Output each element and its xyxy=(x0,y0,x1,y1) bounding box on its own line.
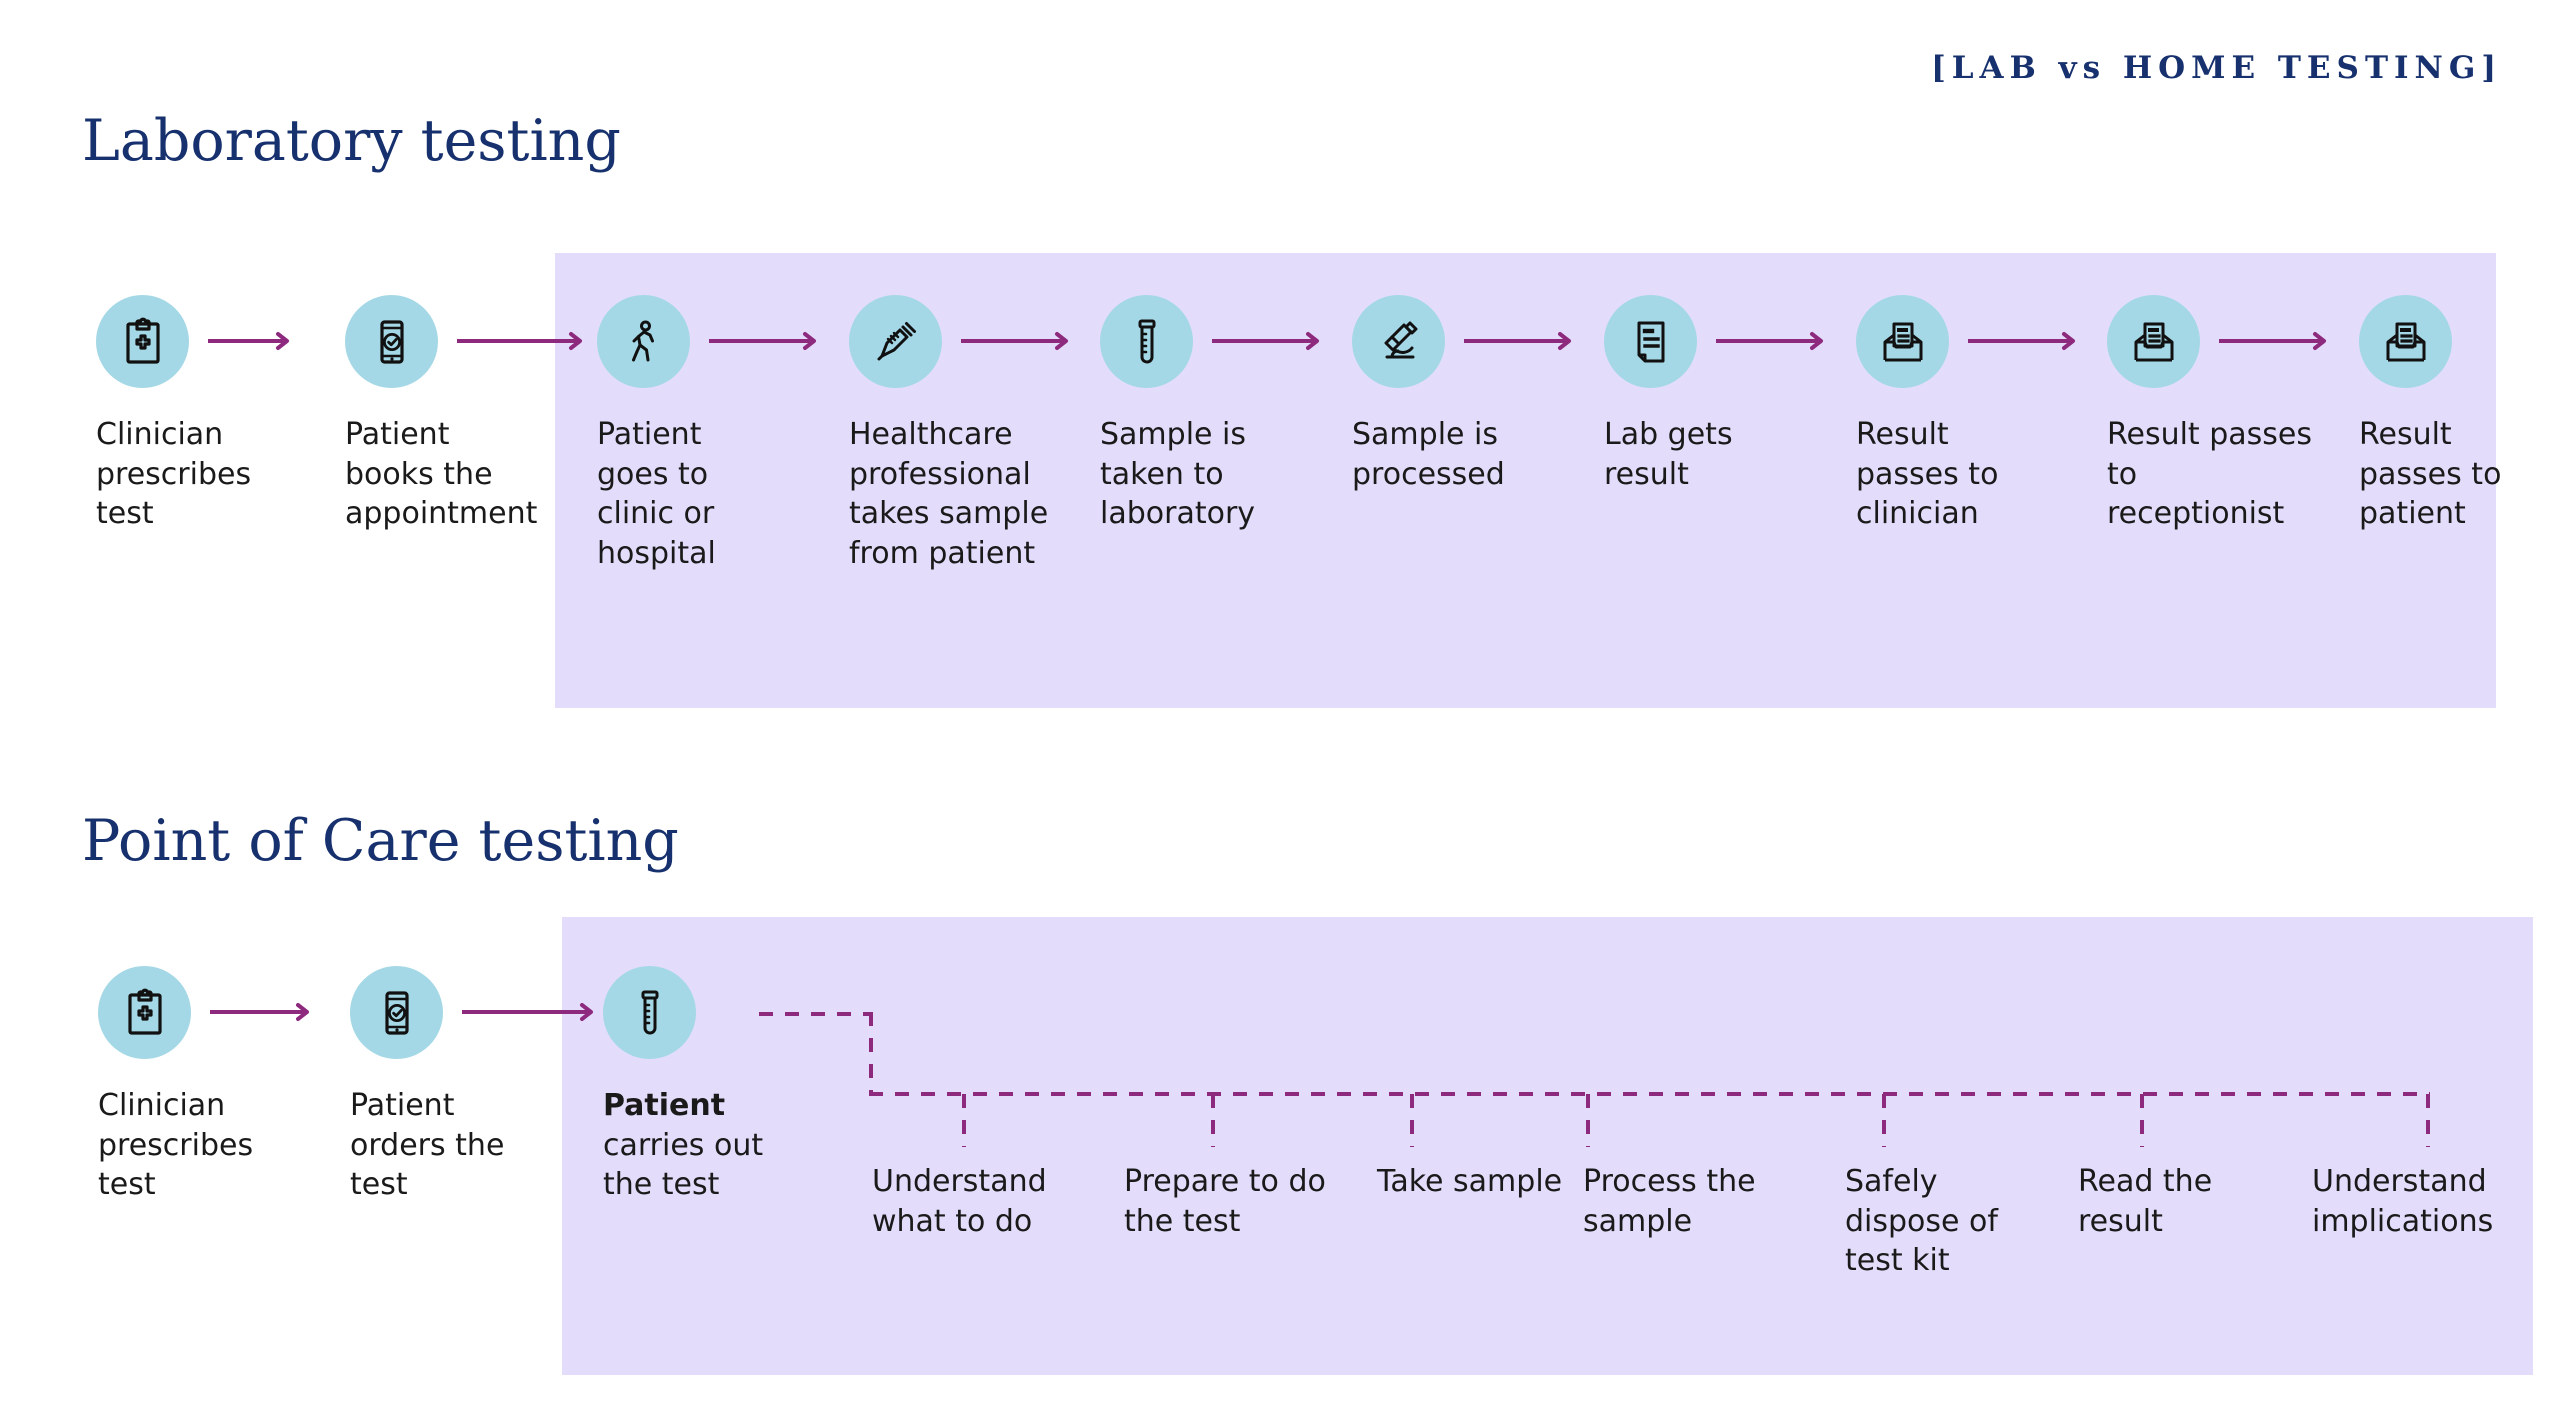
arrow-lab-9-10 xyxy=(2219,331,2331,353)
section-title-point-of-care: Point of Care testing xyxy=(82,808,679,874)
poc-substep-1[interactable]: Understand what to do xyxy=(872,1164,1047,1239)
arrow-lab-4-5 xyxy=(961,331,1073,353)
lab-step-3-label: Patient goes to clinic or hospital xyxy=(597,417,716,571)
poc-step-3[interactable]: Patient carries out the test xyxy=(603,966,823,1205)
kicker-label: [LAB vs HOME TESTING] xyxy=(1931,50,2502,86)
phone-check-icon xyxy=(345,295,438,388)
lab-step-7[interactable]: Lab gets result xyxy=(1604,295,1824,494)
lab-step-2[interactable]: Patient books the appointment xyxy=(345,295,565,534)
inbox-tray-icon xyxy=(1856,295,1949,388)
lab-step-8-label: Result passes to clinician xyxy=(1856,417,1999,532)
lab-step-10-label: Result passes to patient xyxy=(2359,417,2502,532)
poc-step-3-label: Patient carries out the test xyxy=(603,1086,803,1205)
lab-step-9-label: Result passes to receptionist xyxy=(2107,417,2313,532)
poc-substep-4[interactable]: Process the sample xyxy=(1583,1164,1756,1239)
poc-step-2[interactable]: Patient orders the test xyxy=(350,966,570,1205)
microscope-icon xyxy=(1352,295,1445,388)
lab-step-7-label: Lab gets result xyxy=(1604,417,1733,492)
poc-step-3-label-rest: carries out the test xyxy=(603,1127,764,1203)
walking-person-icon xyxy=(597,295,690,388)
poc-step-3-label-bold: Patient xyxy=(603,1088,726,1123)
lab-step-1[interactable]: Clinician prescribes test xyxy=(96,295,316,534)
lab-step-6-label: Sample is processed xyxy=(1352,417,1505,492)
lab-step-5[interactable]: Sample is taken to laboratory xyxy=(1100,295,1320,534)
test-tube-icon xyxy=(603,966,696,1059)
poc-substep-3[interactable]: Take sample xyxy=(1377,1164,1563,1199)
lab-step-8[interactable]: Result passes to clinician xyxy=(1856,295,2076,534)
clipboard-medical-icon xyxy=(96,295,189,388)
phone-check-icon xyxy=(350,966,443,1059)
lab-step-5-label: Sample is taken to laboratory xyxy=(1100,417,1256,532)
lab-step-1-label: Clinician prescribes test xyxy=(96,417,252,532)
arrow-lab-7-8 xyxy=(1716,331,1828,353)
poc-step-1[interactable]: Clinician prescribes test xyxy=(98,966,318,1205)
poc-step-2-label: Patient orders the test xyxy=(350,1088,505,1203)
arrow-lab-5-6 xyxy=(1212,331,1324,353)
poc-step-1-label: Clinician prescribes test xyxy=(98,1088,254,1203)
section-title-laboratory: Laboratory testing xyxy=(82,108,621,174)
clipboard-medical-icon xyxy=(98,966,191,1059)
arrow-lab-8-9 xyxy=(1968,331,2080,353)
lab-step-6[interactable]: Sample is processed xyxy=(1352,295,1572,494)
lab-step-4[interactable]: Healthcare professional takes sample fro… xyxy=(849,295,1069,573)
lab-step-2-label: Patient books the appointment xyxy=(345,417,538,532)
arrow-lab-2-3 xyxy=(457,331,587,353)
inbox-tray-icon xyxy=(2359,295,2452,388)
arrow-lab-1-2 xyxy=(208,331,294,353)
arrow-lab-3-4 xyxy=(709,331,821,353)
document-icon xyxy=(1604,295,1697,388)
test-tube-icon xyxy=(1100,295,1193,388)
lab-step-10[interactable]: Result passes to patient xyxy=(2359,295,2560,534)
arrow-poc-1-2 xyxy=(210,1002,314,1024)
arrow-lab-6-7 xyxy=(1464,331,1576,353)
inbox-tray-icon xyxy=(2107,295,2200,388)
lab-step-4-label: Healthcare professional takes sample fro… xyxy=(849,417,1049,571)
poc-substep-7[interactable]: Understand implications xyxy=(2312,1164,2494,1239)
syringe-icon xyxy=(849,295,942,388)
poc-substep-5[interactable]: Safely dispose of test kit xyxy=(1845,1164,1998,1279)
poc-substep-6[interactable]: Read the result xyxy=(2078,1164,2213,1239)
point-of-care-highlight-panel xyxy=(562,917,2533,1375)
lab-step-9[interactable]: Result passes to receptionist xyxy=(2107,295,2327,534)
arrow-poc-2-3 xyxy=(462,1002,598,1024)
poc-substep-2[interactable]: Prepare to do the test xyxy=(1124,1164,1326,1239)
lab-step-3[interactable]: Patient goes to clinic or hospital xyxy=(597,295,817,573)
